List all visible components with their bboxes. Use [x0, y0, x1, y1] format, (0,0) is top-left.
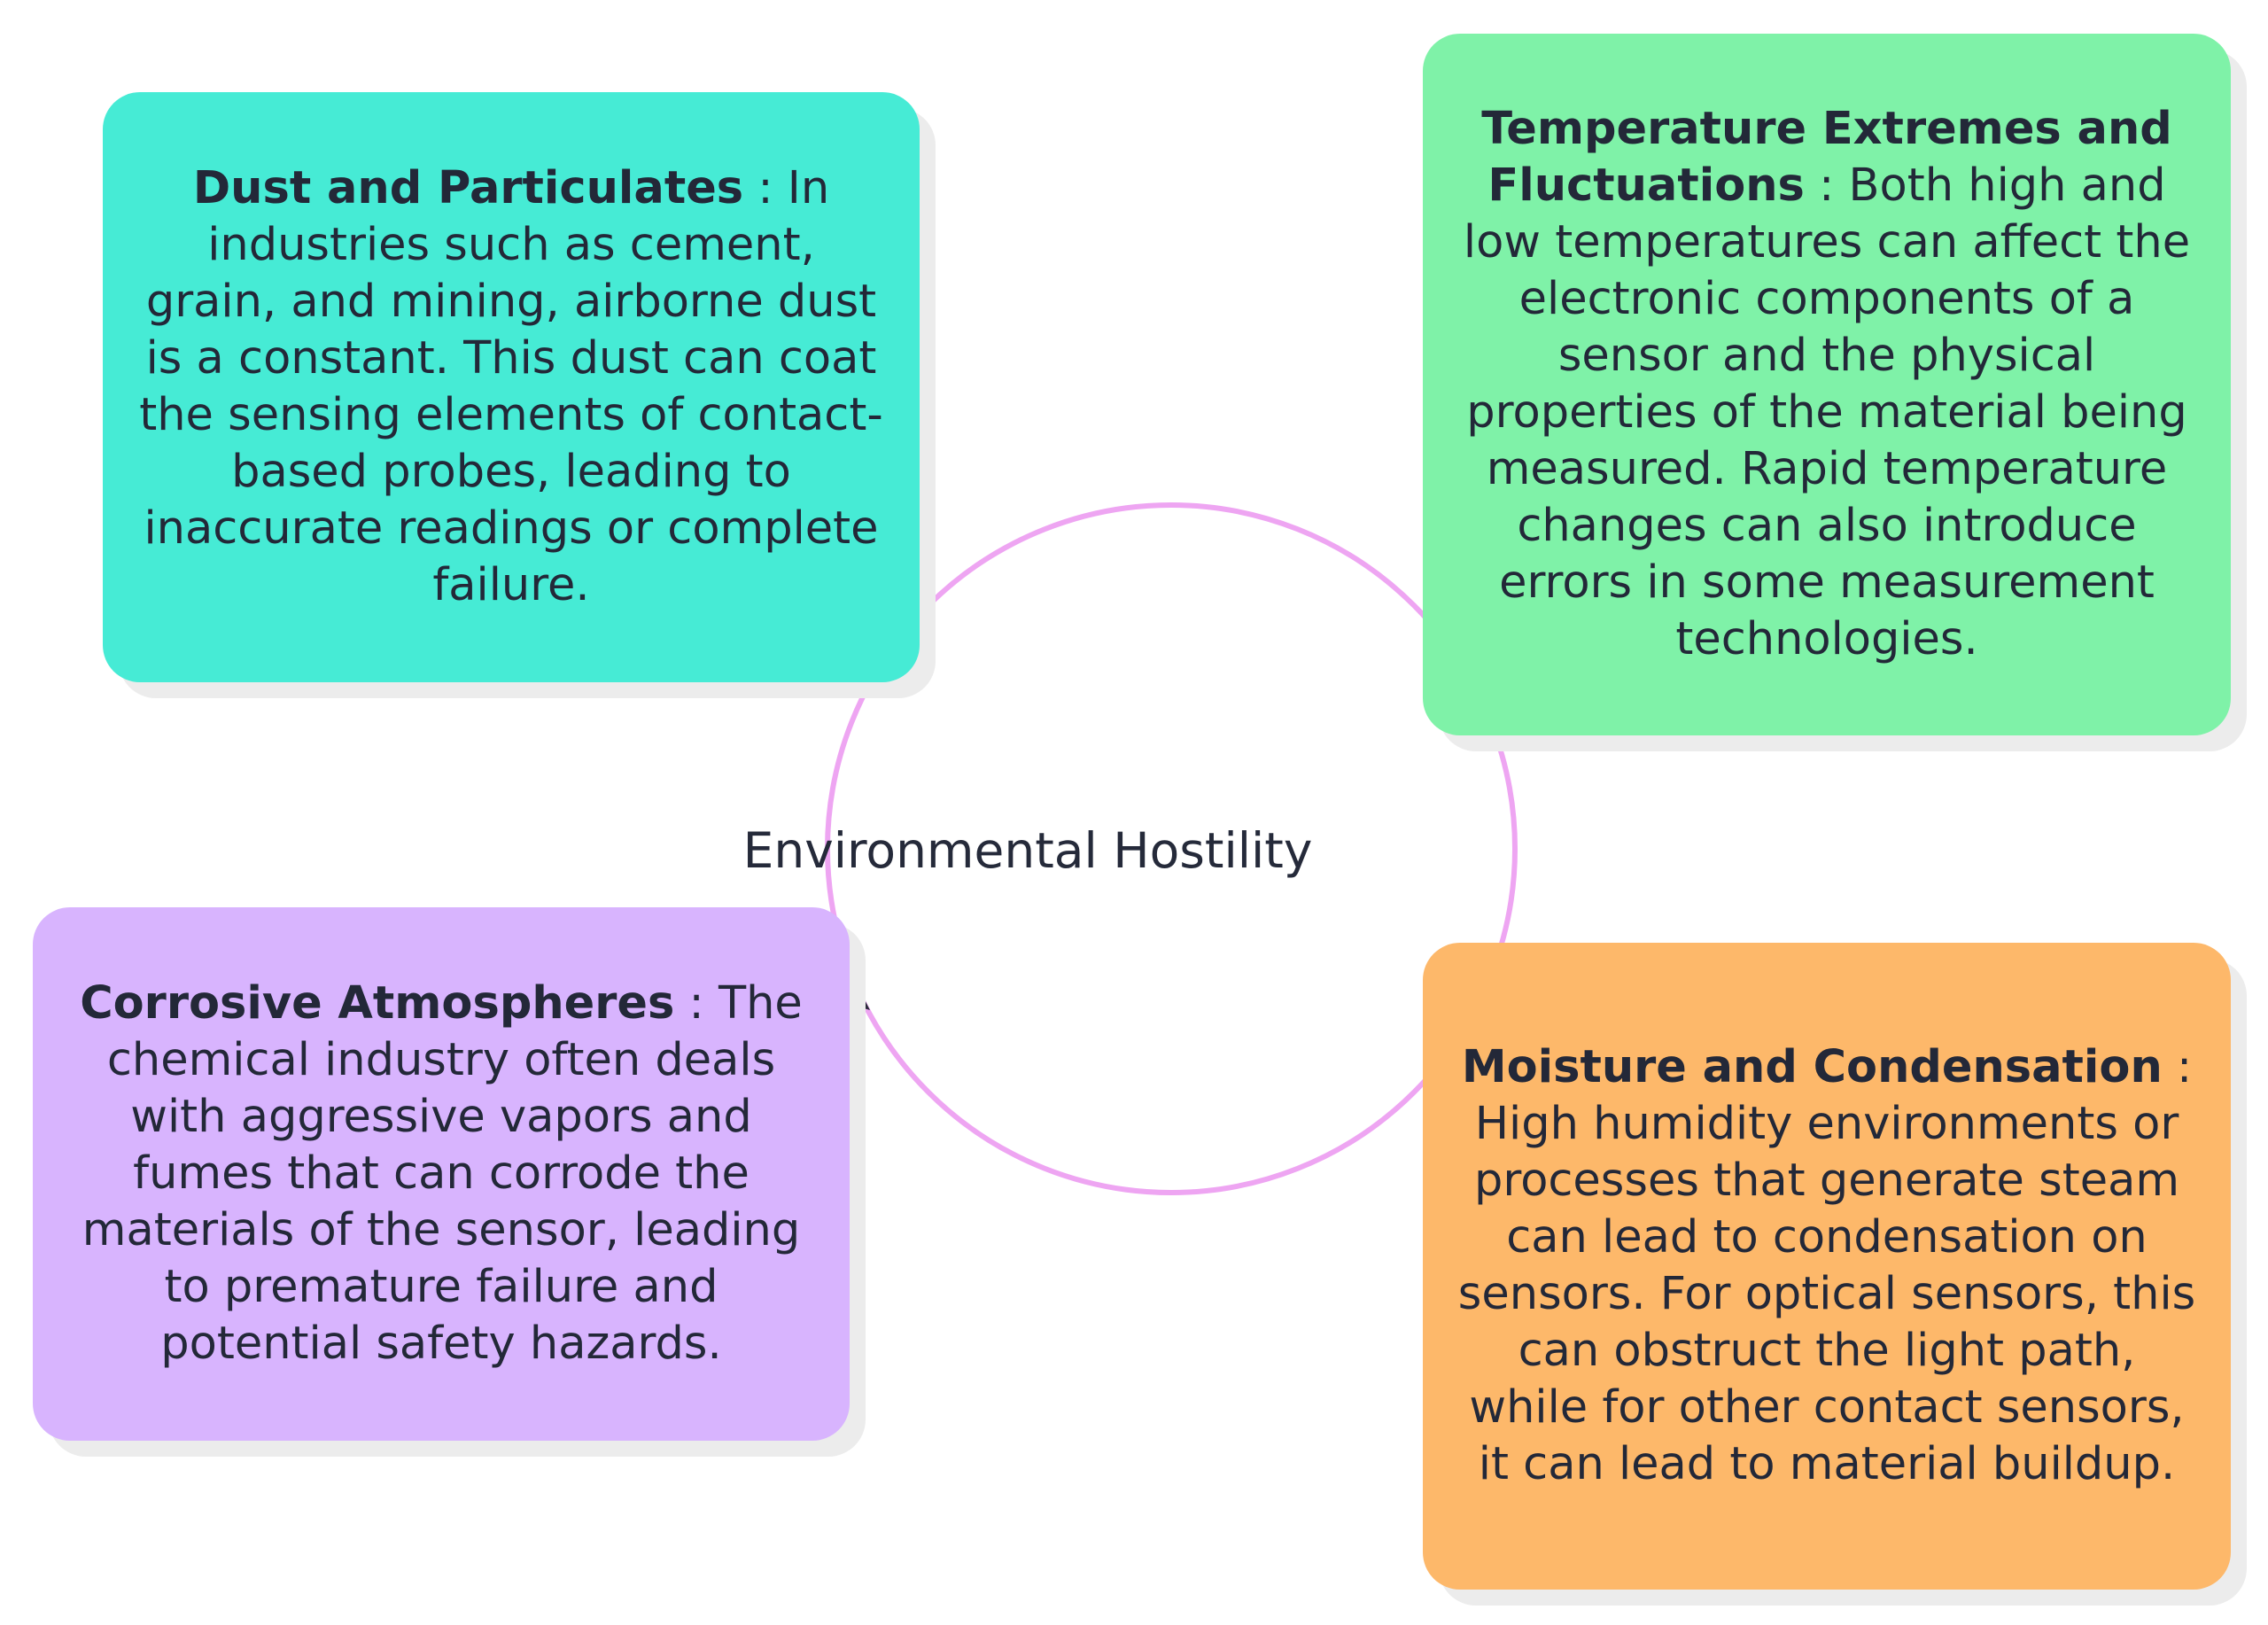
node-moisture-and-condensation: Moisture and Condensation : High humidit… [1423, 943, 2231, 1590]
node-text: High humidity environments or processes … [1457, 1098, 2196, 1490]
node-content: Dust and Particulates : In industries su… [138, 160, 884, 614]
node-title: Temperature Extremes and Fluctuations [1481, 103, 2172, 212]
node-title: Corrosive Atmospheres [80, 977, 675, 1030]
node-separator: : [743, 162, 788, 214]
node-text: The chemical industry often deals with a… [82, 977, 803, 1370]
node-content: Moisture and Condensation : High humidit… [1456, 1039, 2197, 1493]
node-title: Moisture and Condensation [1461, 1041, 2163, 1093]
node-content: Corrosive Atmospheres : The chemical ind… [70, 976, 812, 1372]
center-ring [825, 502, 1518, 1195]
node-corrosive-atmospheres: Corrosive Atmospheres : The chemical ind… [33, 907, 850, 1441]
node-content: Temperature Extremes and Fluctuations : … [1456, 101, 2197, 668]
node-dust-and-particulates: Dust and Particulates : In industries su… [103, 92, 920, 682]
node-temperature-extremes: Temperature Extremes and Fluctuations : … [1423, 34, 2231, 735]
node-separator: : [2162, 1041, 2193, 1093]
node-text: Both high and low temperatures can affec… [1463, 159, 2191, 665]
node-text: In industries such as cement, grain, and… [139, 162, 883, 611]
node-separator: : [1804, 159, 1849, 212]
node-separator: : [674, 977, 718, 1030]
center-label: Environmental Hostility [742, 822, 1313, 879]
node-title: Dust and Particulates [192, 162, 744, 214]
